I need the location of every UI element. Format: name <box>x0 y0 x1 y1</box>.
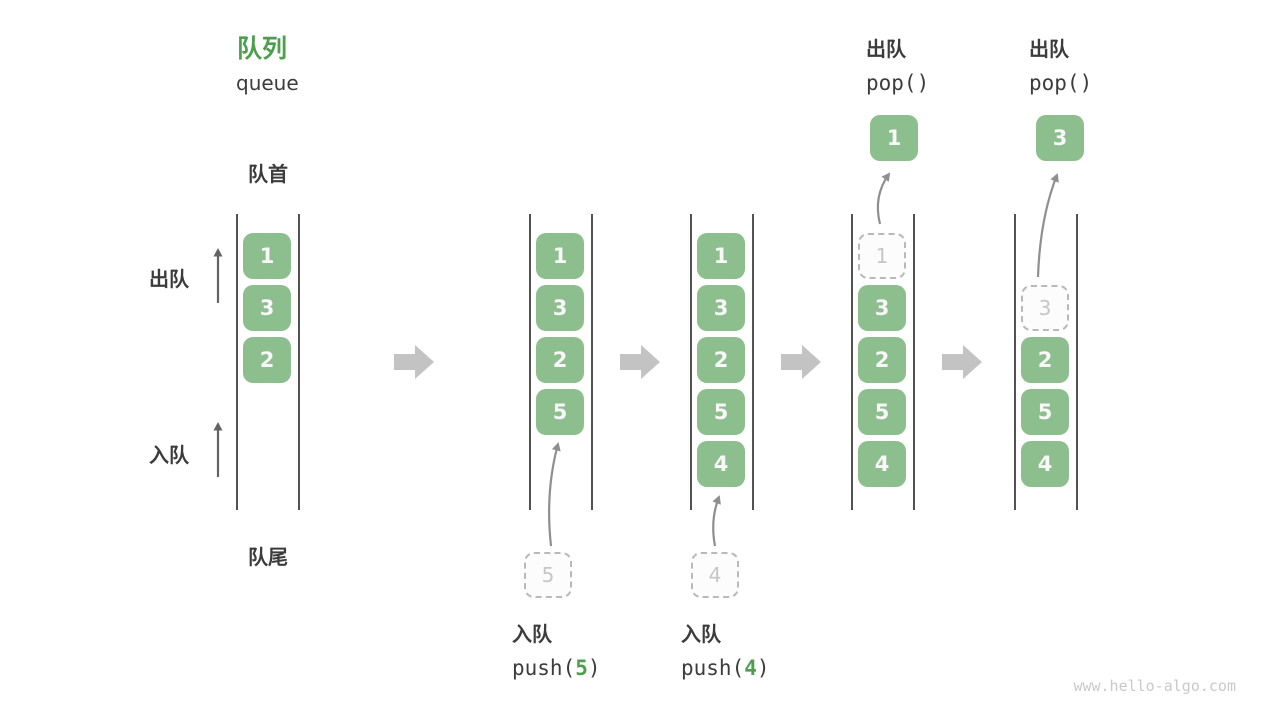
operation-code: pop() <box>866 71 929 95</box>
queue-cell: 4 <box>1021 441 1069 487</box>
operation-code: pop() <box>1029 71 1092 95</box>
queue-cell: 1 <box>536 233 584 279</box>
flow-arrow-icon <box>781 345 821 379</box>
push-arrow-icon <box>712 495 721 547</box>
pop-operation-label: 出队 pop() <box>1029 33 1092 95</box>
pending-cell: 4 <box>691 552 739 598</box>
push-arrow-icon <box>548 442 561 547</box>
pending-cell: 5 <box>524 552 572 598</box>
operation-name: 出队 <box>1029 37 1069 61</box>
flow-arrow-icon <box>394 345 434 379</box>
operation-code: push(4) <box>681 656 770 680</box>
pop-arrow-icon <box>876 172 891 225</box>
queue-cell: 2 <box>536 337 584 383</box>
queue-cell: 5 <box>1021 389 1069 435</box>
operation-arg: 5 <box>575 656 588 680</box>
watermark: www.hello-algo.com <box>1073 677 1236 695</box>
push-operation-label: 入队 push(4) <box>681 618 770 680</box>
operation-code-text: ) <box>587 656 601 680</box>
operation-name: 出队 <box>866 37 906 61</box>
channel-line <box>851 214 853 510</box>
channel-line <box>529 214 531 510</box>
channel-line <box>298 214 300 510</box>
operation-name: 入队 <box>512 622 552 646</box>
queue-cell: 2 <box>1021 337 1069 383</box>
diagram-title-en: queue <box>236 71 299 95</box>
pop-arrow-icon <box>1036 173 1059 278</box>
queue-cell: 5 <box>536 389 584 435</box>
queue-cell: 4 <box>858 441 906 487</box>
flow-arrow-icon <box>620 345 660 379</box>
operation-code-text: push( <box>512 656 576 680</box>
queue-cell: 4 <box>697 441 745 487</box>
queue-cell: 2 <box>858 337 906 383</box>
flow-arrow-icon <box>942 345 982 379</box>
popped-cell: 3 <box>1036 115 1084 161</box>
queue-cell: 3 <box>858 285 906 331</box>
enqueue-direction-label: 入队 <box>149 443 189 467</box>
pop-operation-label: 出队 pop() <box>866 33 929 95</box>
queue-cell: 3 <box>243 285 291 331</box>
queue-cell: 5 <box>858 389 906 435</box>
channel-line <box>591 214 593 510</box>
channel-line <box>752 214 754 510</box>
queue-cell: 3 <box>697 285 745 331</box>
queue-rear-label: 队尾 <box>248 545 288 569</box>
channel-line <box>690 214 692 510</box>
operation-code-text: pop() <box>1029 71 1093 95</box>
queue-cell-dashed: 1 <box>858 233 906 279</box>
channel-line <box>236 214 238 510</box>
queue-cell: 2 <box>243 337 291 383</box>
queue-front-label: 队首 <box>248 162 288 186</box>
operation-name: 入队 <box>681 622 721 646</box>
queue-cell-dashed: 3 <box>1021 285 1069 331</box>
queue-cell: 1 <box>697 233 745 279</box>
queue-cell: 1 <box>243 233 291 279</box>
channel-line <box>913 214 915 510</box>
channel-line <box>1076 214 1078 510</box>
diagram-title-zh: 队列 <box>237 34 288 63</box>
operation-code-text: push( <box>681 656 745 680</box>
operation-code-text: ) <box>756 656 770 680</box>
dequeue-direction-label: 出队 <box>149 267 189 291</box>
popped-cell: 1 <box>870 115 918 161</box>
operation-code: push(5) <box>512 656 601 680</box>
queue-cell: 2 <box>697 337 745 383</box>
operation-arg: 4 <box>744 656 757 680</box>
operation-code-text: pop() <box>866 71 930 95</box>
queue-cell: 5 <box>697 389 745 435</box>
push-operation-label: 入队 push(5) <box>512 618 601 680</box>
queue-cell: 3 <box>536 285 584 331</box>
channel-line <box>1014 214 1016 510</box>
